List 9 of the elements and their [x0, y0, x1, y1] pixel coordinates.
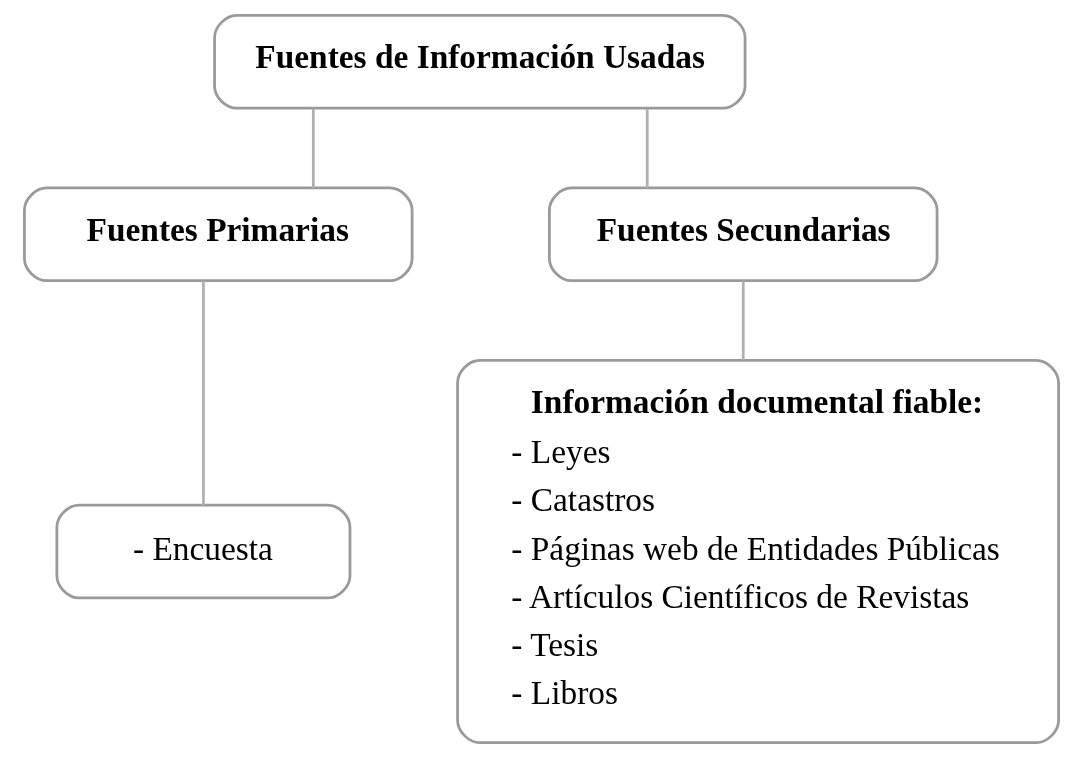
node-box: - Encuesta: [55, 503, 352, 600]
connector: [645, 108, 649, 188]
connector: [202, 281, 205, 506]
node-box: Fuentes de Información Usadas: [213, 14, 747, 110]
node-box: Fuentes Secundarias: [548, 186, 939, 283]
node-box: Información documental fiable: - Leyes - Catastros - Páginas web de Entidades Públicas - Artículos Científicos de Revistas - Tesis - Libros: [456, 359, 1060, 744]
connector: [311, 108, 315, 188]
node-box: Fuentes Primarias: [23, 186, 414, 283]
connector: [741, 281, 745, 360]
